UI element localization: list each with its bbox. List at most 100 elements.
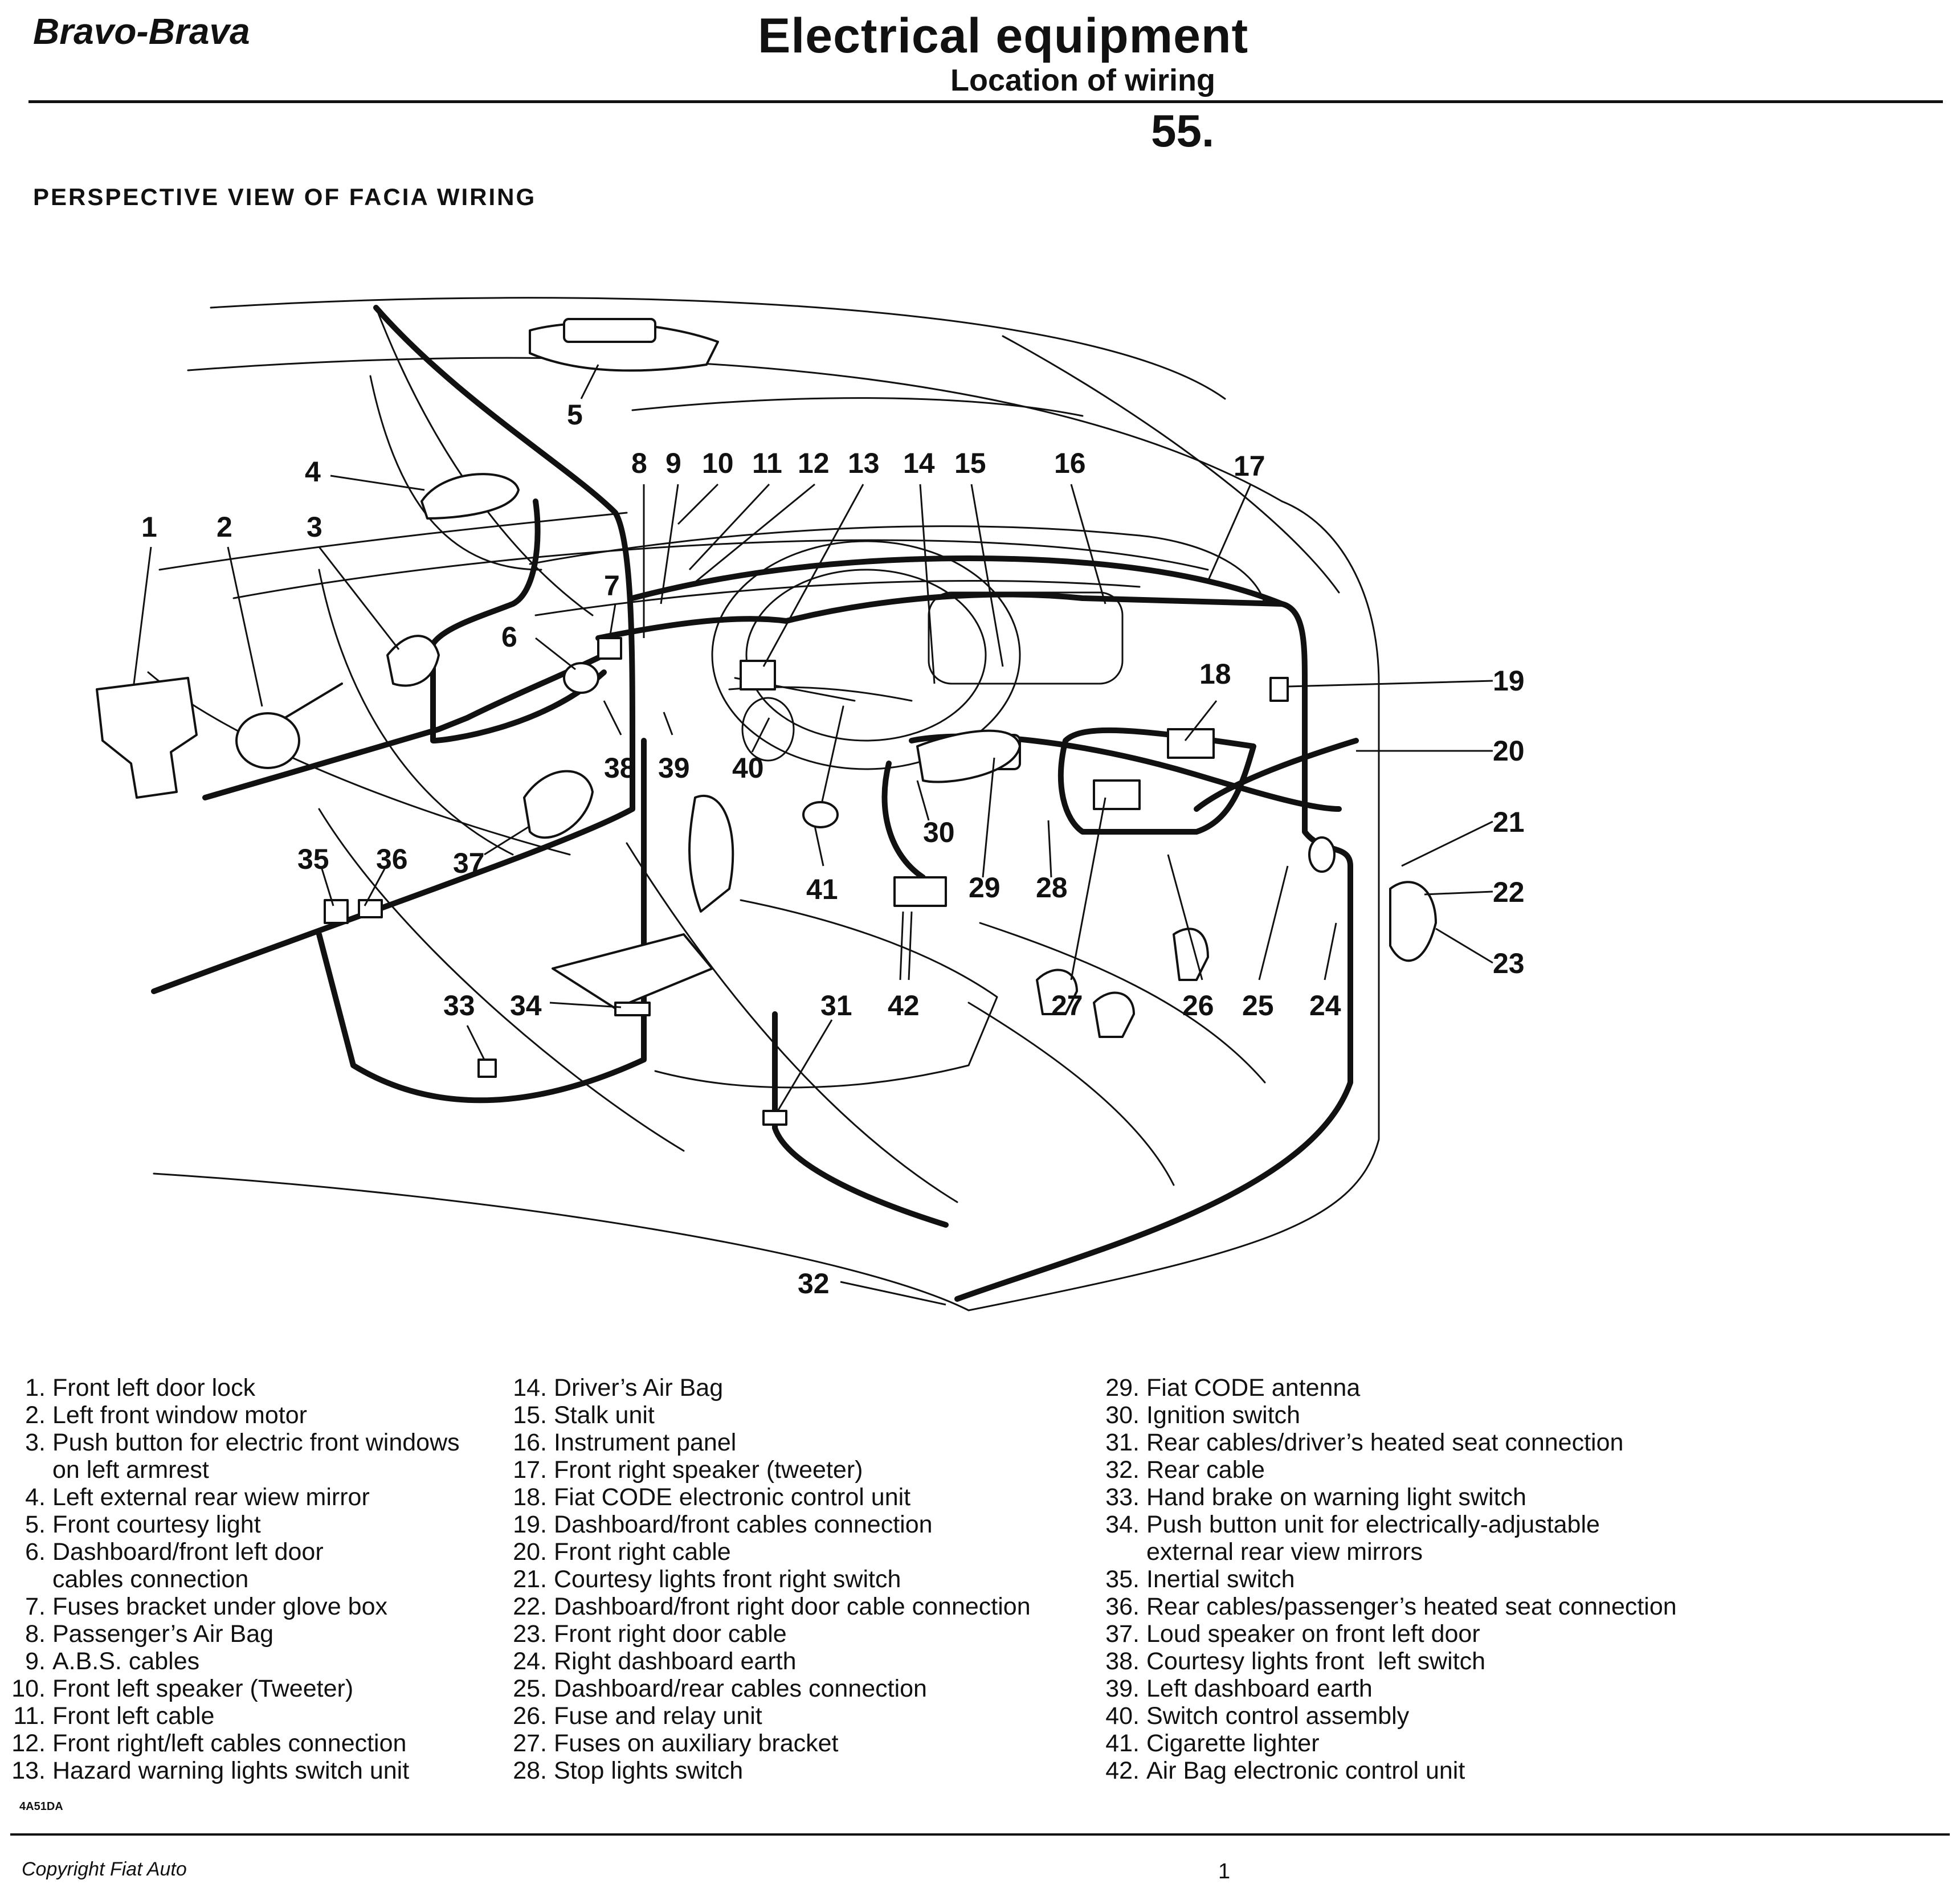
- section-number: 55.: [1151, 105, 1215, 156]
- callout-19: 19: [1493, 665, 1525, 697]
- callout-labels: 1 2 3 4 5 6 7 8 9 10 11 12 13 14 15 16 1…: [141, 399, 1525, 1300]
- legend-item-3-continued: on left armrest: [52, 1456, 209, 1484]
- legend-column-2: 14.Driver’s Air Bag 15.Stalk unit 16.Ins…: [501, 1374, 1031, 1784]
- callout-6: 6: [501, 621, 517, 653]
- legend-item-7: 7.Fuses bracket under glove box: [25, 1593, 387, 1620]
- legend-item-41: 41.Cigarette lighter: [1105, 1730, 1320, 1757]
- legend-item-24: 24.Right dashboard earth: [513, 1648, 797, 1675]
- legend-item-20: 20.Front right cable: [513, 1538, 731, 1566]
- callout-5: 5: [567, 399, 583, 431]
- callout-27: 27: [1051, 990, 1083, 1021]
- callout-13: 13: [848, 447, 880, 479]
- legend-item-33: 33.Hand brake on warning light switch: [1105, 1484, 1526, 1511]
- dashboard-outline: [529, 525, 1266, 810]
- callout-42: 42: [888, 990, 920, 1021]
- callout-2: 2: [217, 511, 232, 543]
- header-subtitle: Location of wiring: [950, 63, 1215, 97]
- legend-item-14: 14.Driver’s Air Bag: [513, 1374, 724, 1401]
- legend-item-17: 17.Front right speaker (tweeter): [513, 1456, 863, 1484]
- legend-item-29: 29.Fiat CODE antenna: [1105, 1374, 1361, 1401]
- header-rule: [28, 100, 1943, 103]
- callout-16: 16: [1054, 447, 1086, 479]
- callout-23: 23: [1493, 947, 1525, 979]
- legend-item-3: 3.Push button for electric front windows: [25, 1429, 460, 1456]
- callout-31: 31: [820, 990, 852, 1021]
- callout-22: 22: [1493, 876, 1525, 908]
- callout-34: 34: [510, 990, 542, 1021]
- section-title: PERSPECTIVE VIEW OF FACIA WIRING: [33, 183, 537, 210]
- callout-24: 24: [1309, 990, 1341, 1021]
- footer-rule: [10, 1833, 1950, 1836]
- callout-26: 26: [1182, 990, 1214, 1021]
- legend-item-21: 21.Courtesy lights front right switch: [513, 1566, 901, 1593]
- callout-4: 4: [305, 456, 321, 488]
- legend-item-13: 13.Hazard warning lights switch unit: [11, 1757, 410, 1784]
- legend-item-23: 23.Front right door cable: [513, 1620, 787, 1648]
- legend-item-34: 34.Push button unit for electrically-adj…: [1105, 1511, 1600, 1538]
- legend-item-4: 4.Left external rear wiew mirror: [25, 1484, 370, 1511]
- legend-column-1: 1.Front left door lock 2.Left front wind…: [0, 1374, 460, 1784]
- callout-15: 15: [954, 447, 986, 479]
- legend-item-9: 9.A.B.S. cables: [25, 1648, 200, 1675]
- legend-item-38: 38.Courtesy lights front left switch: [1105, 1648, 1486, 1675]
- legend-item-22: 22.Dashboard/front right door cable conn…: [513, 1593, 1031, 1620]
- callout-7: 7: [604, 570, 620, 602]
- callout-36: 36: [376, 843, 408, 875]
- legend-item-34-continued: external rear view mirrors: [1146, 1538, 1423, 1566]
- callout-28: 28: [1036, 872, 1068, 904]
- facia-wiring-diagram: 1 2 3 4 5 6 7 8 9 10 11 12 13 14 15 16 1…: [96, 297, 1525, 1311]
- callout-39: 39: [658, 752, 690, 784]
- callout-41: 41: [806, 873, 838, 905]
- legend-item-42: 42.Air Bag electronic control unit: [1105, 1757, 1465, 1784]
- callout-8: 8: [631, 447, 647, 479]
- callout-3: 3: [307, 511, 322, 543]
- legend-item-1: 1.Front left door lock: [25, 1374, 256, 1401]
- legend-item-12: 12.Front right/left cables connection: [11, 1730, 407, 1757]
- legend-item-2: 2.Left front window motor: [25, 1401, 307, 1429]
- legend-item-18: 18.Fiat CODE electronic control unit: [513, 1484, 911, 1511]
- callout-35: 35: [297, 843, 329, 875]
- callout-14: 14: [903, 447, 935, 479]
- callout-37: 37: [453, 847, 485, 879]
- legend-item-32: 32.Rear cable: [1105, 1456, 1265, 1484]
- callout-17: 17: [1234, 450, 1265, 482]
- callout-29: 29: [969, 872, 1001, 904]
- legend-item-28: 28.Stop lights switch: [513, 1757, 744, 1784]
- legend-item-10: 10.Front left speaker (Tweeter): [11, 1675, 354, 1702]
- callout-30: 30: [923, 816, 955, 848]
- leader-lines: [133, 364, 1493, 1306]
- legend-item-16: 16.Instrument panel: [513, 1429, 737, 1456]
- figure-code: 4A51DA: [19, 1800, 63, 1813]
- legend-item-39: 39.Left dashboard earth: [1105, 1675, 1373, 1702]
- legend-item-26: 26.Fuse and relay unit: [513, 1702, 762, 1730]
- legend-item-25: 25.Dashboard/rear cables connection: [513, 1675, 927, 1702]
- callout-32: 32: [798, 1268, 830, 1300]
- callout-38: 38: [604, 752, 636, 784]
- legend-item-5: 5.Front courtesy light: [25, 1511, 261, 1538]
- legend-item-15: 15.Stalk unit: [513, 1401, 655, 1429]
- callout-9: 9: [665, 447, 681, 479]
- callout-25: 25: [1242, 990, 1274, 1021]
- legend-item-6-continued: cables connection: [52, 1566, 249, 1593]
- legend-item-6: 6.Dashboard/front left door: [25, 1538, 324, 1566]
- callout-33: 33: [443, 990, 475, 1021]
- legend-item-35: 35.Inertial switch: [1105, 1566, 1295, 1593]
- legend-item-30: 30.Ignition switch: [1105, 1401, 1301, 1429]
- callout-20: 20: [1493, 735, 1525, 767]
- legend-item-36: 36.Rear cables/passenger’s heated seat c…: [1105, 1593, 1677, 1620]
- legend-item-8: 8.Passenger’s Air Bag: [25, 1620, 274, 1648]
- callout-40: 40: [732, 752, 764, 784]
- callout-21: 21: [1493, 806, 1525, 838]
- callout-12: 12: [798, 447, 830, 479]
- header-model: Bravo-Brava: [33, 11, 250, 52]
- legend-item-31: 31.Rear cables/driver’s heated seat conn…: [1105, 1429, 1624, 1456]
- legend-column-3: 29.Fiat CODE antenna 30.Ignition switch …: [1094, 1374, 1677, 1784]
- legend-item-11: 11.Front left cable: [13, 1702, 215, 1730]
- legend-item-19: 19.Dashboard/front cables connection: [513, 1511, 933, 1538]
- legend-item-27: 27.Fuses on auxiliary bracket: [513, 1730, 839, 1757]
- callout-1: 1: [141, 511, 157, 543]
- header-title: Electrical equipment: [758, 9, 1249, 63]
- callout-18: 18: [1199, 658, 1231, 690]
- components: [96, 318, 1437, 1126]
- page-number: 1: [1218, 1860, 1231, 1883]
